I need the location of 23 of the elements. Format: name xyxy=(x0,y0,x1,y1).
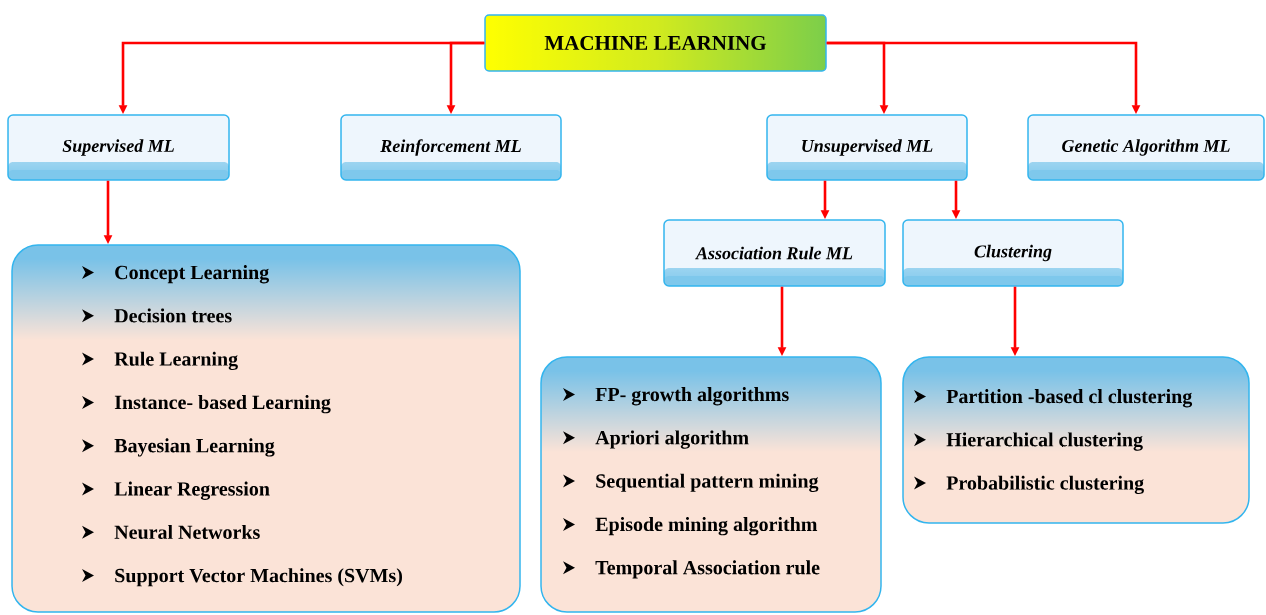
list-item: Sequential pattern mining xyxy=(596,473,819,492)
list-item: Concept Learning xyxy=(115,265,269,284)
category-box: Reinforcement ML xyxy=(340,114,562,181)
category-box: Genetic Algorithm ML xyxy=(1027,114,1265,181)
category-box: Unsupervised ML xyxy=(766,114,968,181)
list-item: Probabilistic clustering xyxy=(946,475,1144,494)
list-item: Bayesian Learning xyxy=(114,438,275,457)
list-item: Rule Learning xyxy=(114,351,238,370)
list-item: Apriori algorithm xyxy=(595,430,749,449)
list-item: Support Vector Machines (SVMs) xyxy=(115,568,402,587)
list-item: Episode mining algorithm xyxy=(595,517,818,536)
list-item: Hierarchical clustering xyxy=(946,432,1143,451)
category-box: Supervised ML xyxy=(7,114,230,181)
list-item: Instance- based Learning xyxy=(114,395,331,414)
list-item: Decision trees xyxy=(114,308,232,323)
list-item: Partition -based cl clustering xyxy=(946,389,1193,408)
list-item: Linear Regression xyxy=(114,481,270,500)
list-item: Neural Networks xyxy=(114,524,260,540)
category-box: Association Rule ML xyxy=(663,219,886,287)
category-box: Clustering xyxy=(902,219,1124,287)
title-box: MACHINE LEARNING xyxy=(484,14,827,72)
list-item: FP- growth algorithms xyxy=(595,387,789,406)
list-item: Temporal Association rule xyxy=(595,560,820,579)
